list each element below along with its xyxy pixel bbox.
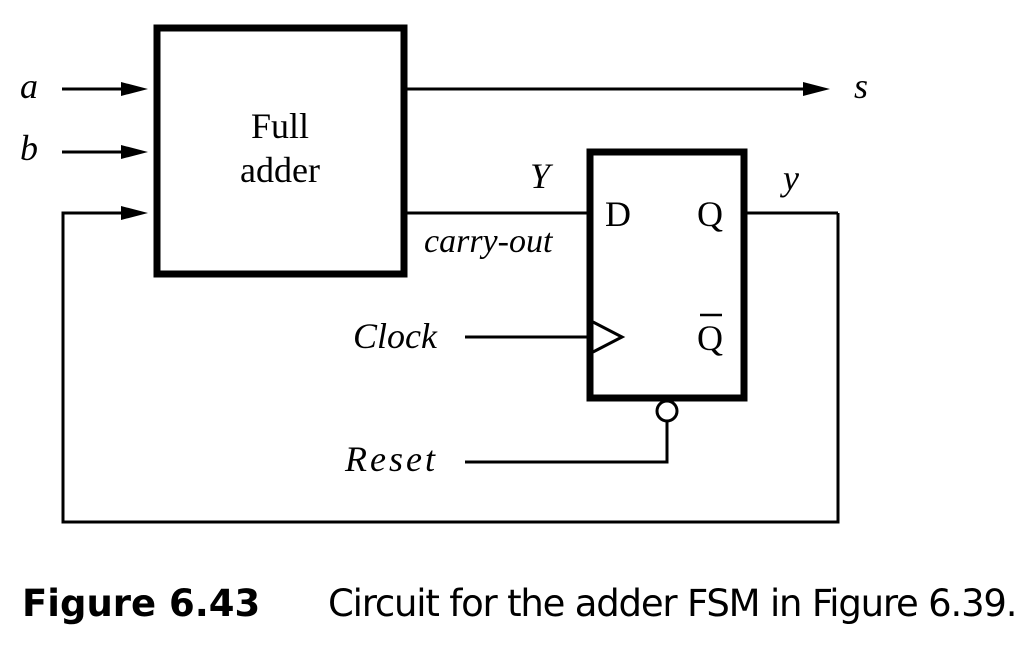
clock-label: Clock (353, 316, 438, 356)
full-adder-label-line2: adder (240, 150, 320, 190)
q-port-label: Q (697, 194, 723, 234)
input-b-arrowhead (121, 145, 148, 159)
reset-inversion-bubble-icon (655, 399, 679, 423)
carry-out-label: carry-out (424, 223, 554, 260)
d-port-label: D (605, 194, 631, 234)
carry-in-arrowhead (121, 206, 148, 220)
signal-b-label: b (20, 128, 38, 168)
figure-caption-text: Circuit for the adder FSM in Figure 6.39… (328, 582, 1018, 625)
signal-s-label: s (854, 66, 868, 106)
clock-edge-triangle-icon (592, 320, 626, 354)
reset-label: Reset (344, 439, 438, 479)
full-adder-block (153, 24, 408, 278)
d-flip-flop-block (586, 148, 748, 402)
sum-output-arrowhead (803, 82, 830, 96)
carry-in-feedback-wire (61, 211, 840, 524)
signal-y-label: y (780, 158, 799, 198)
full-adder-label-line1: Full (251, 106, 309, 146)
figure-number: Figure 6.43 (22, 582, 261, 625)
signal-Y-label: Y (530, 156, 554, 196)
input-a-arrowhead (121, 82, 148, 96)
figure-caption: Figure 6.43 Circuit for the adder FSM in … (22, 582, 1018, 625)
reset-wire (465, 421, 669, 464)
signal-a-label: a (20, 66, 38, 106)
qbar-port-label: Q (697, 318, 723, 358)
adder-fsm-circuit: Full adder a b s Y carry-out D Q Q Clock… (20, 24, 868, 524)
